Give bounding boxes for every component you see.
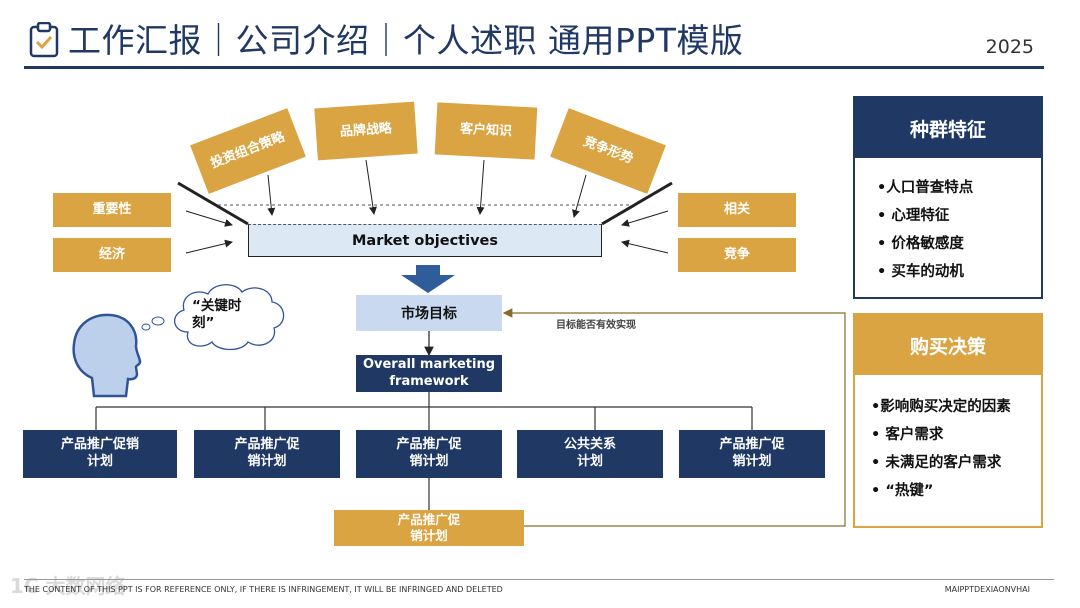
- arrow-competition: [572, 174, 587, 218]
- plan-box-3: 产品推广促销计划: [356, 430, 502, 478]
- plan-box-2: 产品推广促销计划: [194, 430, 340, 478]
- arrow-rivalry: [621, 239, 669, 254]
- plan-box-1: 产品推广促销计划: [23, 430, 177, 478]
- population-item: • 买车的动机: [877, 263, 964, 280]
- framework-box: Overall marketing framework: [356, 355, 502, 392]
- population-item: • 心理特征: [877, 207, 950, 224]
- down-arrow-icon: [401, 265, 455, 293]
- arrow-importance: [185, 210, 233, 227]
- market-target-box: 市场目标: [356, 295, 502, 331]
- arc-box-customer: 客户知识: [434, 102, 538, 160]
- side-box-economy: 经济: [53, 238, 171, 272]
- side-box-rivalry: 竞争: [678, 238, 796, 272]
- arrow-relevance: [621, 210, 669, 227]
- feedback-label: 目标能否有效实现: [556, 320, 636, 331]
- footer-disclaimer: THE CONTENT OF THIS PPT IS FOR REFERENCE…: [24, 585, 503, 594]
- trough-left-wall: [177, 181, 249, 226]
- population-item: •人口普查特点: [877, 179, 974, 196]
- side-box-relevance: 相关: [678, 193, 796, 227]
- purchase-panel-title: 购买决策: [855, 315, 1041, 375]
- market-objectives-trough: Market objectives: [248, 224, 602, 257]
- population-panel-title: 种群特征: [855, 98, 1041, 158]
- arrow-portfolio: [267, 174, 276, 216]
- footer-rule: [24, 579, 1054, 580]
- purchase-item: •影响购买决定的因素: [871, 398, 1011, 415]
- arrow-brand: [365, 159, 377, 215]
- clipboard-check-icon: [29, 22, 59, 58]
- plan-box-pr: 公共关系计划: [517, 430, 663, 478]
- purchase-panel: 购买决策 •影响购买决定的因素 • 客户需求 • 未满足的客户需求 • “热键”: [853, 313, 1043, 528]
- thought-text: “关键时刻”: [192, 298, 242, 331]
- feedback-loop: [502, 308, 846, 527]
- footer-brand: MAIPPTDEXIAONVHAI: [944, 585, 1030, 594]
- watermark: 1C 大数网络: [10, 574, 126, 598]
- population-list: •人口普查特点 • 心理特征 • 价格敏感度 • 买车的动机: [877, 172, 1037, 284]
- purchase-list: •影响购买决定的因素 • 客户需求 • 未满足的客户需求 • “热键”: [871, 391, 1043, 503]
- head-profile-icon: [72, 313, 142, 398]
- bottom-plan-box: 产品推广促销计划: [334, 510, 524, 546]
- trough-right-wall: [601, 181, 673, 226]
- arrow-economy: [185, 239, 233, 254]
- arrow-customer: [476, 159, 485, 215]
- page-title: 工作汇报｜公司介绍｜个人述职 通用PPT模版: [68, 21, 744, 60]
- purchase-item: • 客户需求: [871, 426, 944, 443]
- population-panel: 种群特征 •人口普查特点 • 心理特征 • 价格敏感度 • 买车的动机: [853, 96, 1043, 299]
- side-box-importance: 重要性: [53, 193, 171, 227]
- year-label: 2025: [985, 36, 1034, 58]
- title-rule: [24, 66, 1044, 69]
- arc-box-brand: 品牌战略: [314, 101, 418, 161]
- plan-box-5: 产品推广促销计划: [679, 430, 825, 478]
- population-item: • 价格敏感度: [877, 235, 964, 252]
- thought-cloud-icon: [174, 284, 285, 351]
- purchase-item: • 未满足的客户需求: [871, 454, 1002, 471]
- purchase-item: • “热键”: [871, 482, 934, 499]
